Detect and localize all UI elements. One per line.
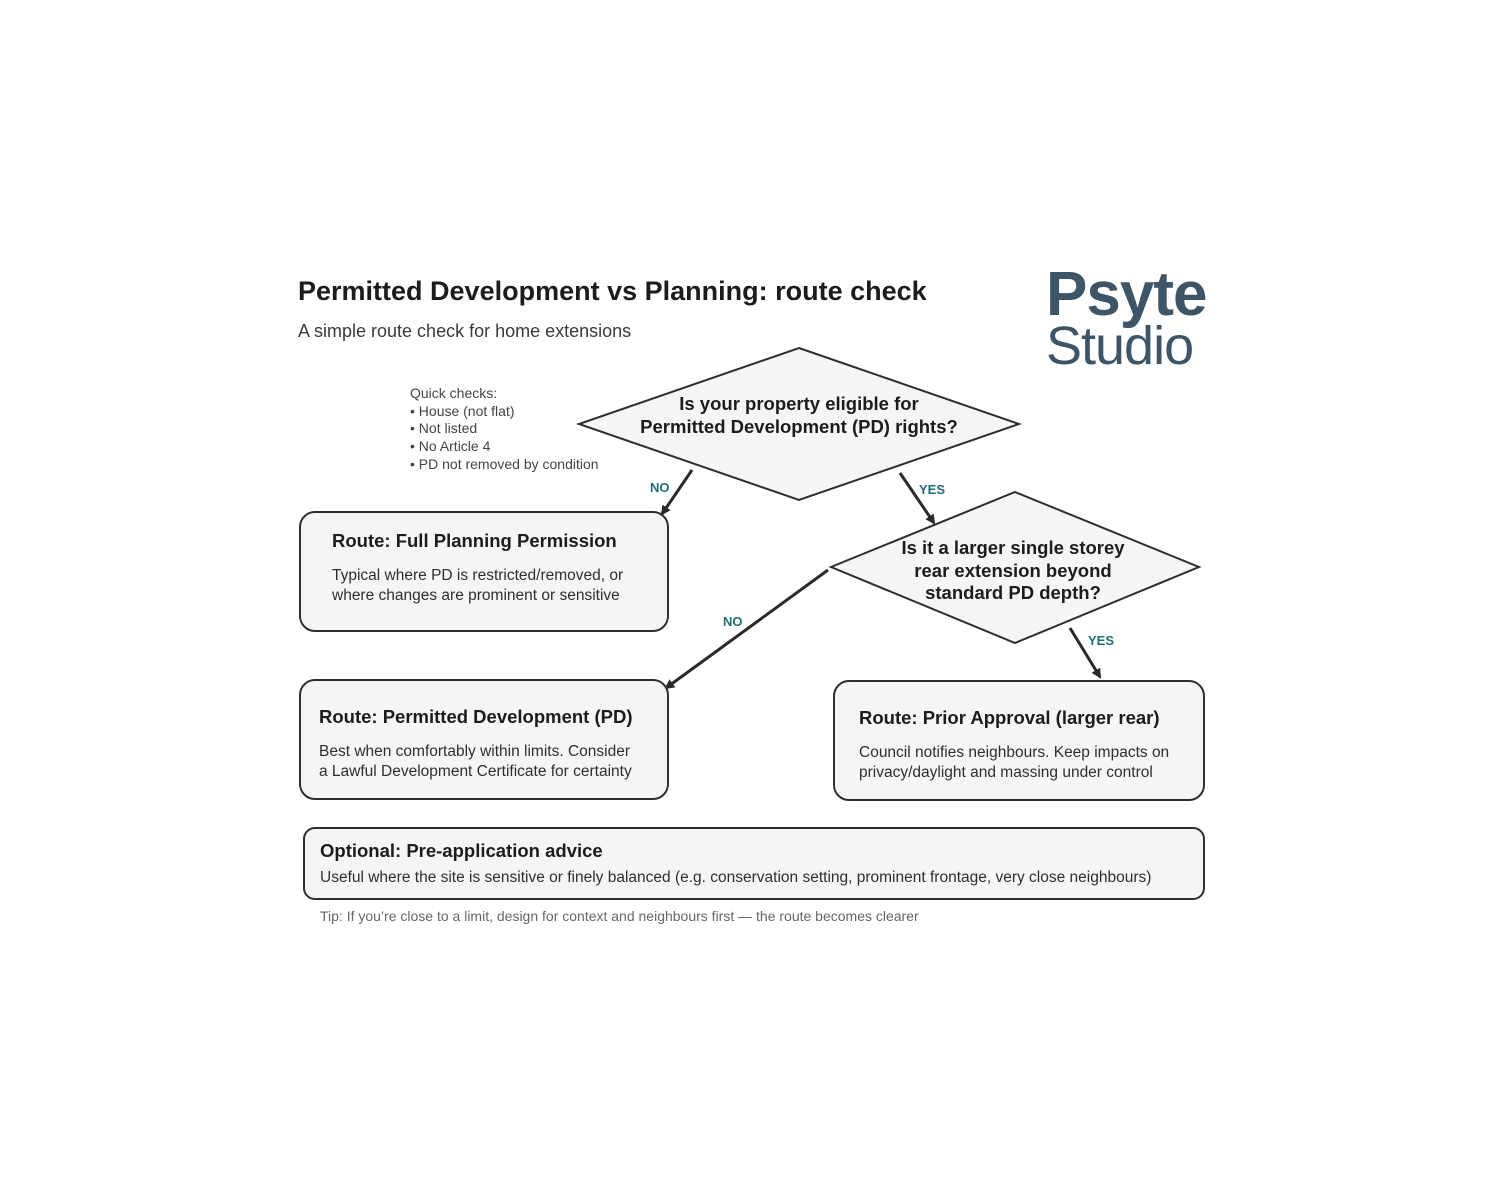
eligibility-question-line-1: Is your property eligible for xyxy=(679,393,919,414)
pre-application-box: Optional: Pre-application advice Useful … xyxy=(303,827,1205,900)
logo-line-1: Psyte xyxy=(1046,260,1207,329)
route-permitted-development-desc-2: a Lawful Development Certificate for cer… xyxy=(319,762,632,780)
eligibility-decision-diamond xyxy=(575,346,1023,502)
larger-rear-question: Is it a larger single storey rear extens… xyxy=(873,537,1153,605)
eligibility-question: Is your property eligible for Permitted … xyxy=(619,393,979,438)
page-title: Permitted Development vs Planning: route… xyxy=(298,276,927,306)
route-permitted-development-title: Route: Permitted Development (PD) xyxy=(319,706,633,727)
quick-checks-heading: Quick checks: xyxy=(410,385,498,401)
arrow-larger-no xyxy=(664,568,829,690)
route-prior-approval-title: Route: Prior Approval (larger rear) xyxy=(859,707,1160,728)
quick-check-item: • Not listed xyxy=(410,420,478,437)
route-full-planning-box: Route: Full Planning Permission Typical … xyxy=(299,511,669,632)
pre-application-desc: Useful where the site is sensitive or fi… xyxy=(320,869,1152,886)
page-subtitle: A simple route check for home extensions xyxy=(298,321,632,341)
route-prior-approval-desc-1: Council notifies neighbours. Keep impact… xyxy=(859,744,1170,761)
route-full-planning-desc-2: where changes are prominent or sensitive xyxy=(332,586,620,604)
quick-check-item: • House (not flat) xyxy=(410,402,515,419)
arrow-larger-yes xyxy=(1068,627,1102,679)
pre-application-title: Optional: Pre-application advice xyxy=(320,840,603,861)
route-prior-approval-box: Route: Prior Approval (larger rear) Coun… xyxy=(833,680,1205,801)
arrow-eligible-yes xyxy=(898,472,936,525)
logo-line-2: Studio xyxy=(1046,316,1194,377)
tip-note: Tip: If you’re close to a limit, design … xyxy=(320,908,919,924)
route-full-planning-title: Route: Full Planning Permission xyxy=(332,530,617,551)
brand-logo: Psyte Studio xyxy=(1046,260,1207,377)
arrow-eligible-no xyxy=(660,469,694,516)
route-prior-approval-desc-2: privacy/daylight and massing under contr… xyxy=(859,763,1153,781)
quick-checks-note: Quick checks: • House (not flat) • Not l… xyxy=(410,385,599,474)
edge-label-larger-no: NO xyxy=(723,614,743,629)
route-permitted-development-desc-1: Best when comfortably within limits. Con… xyxy=(319,743,630,760)
quick-check-item: • PD not removed by condition xyxy=(410,455,599,472)
route-permitted-development-box: Route: Permitted Development (PD) Best w… xyxy=(299,679,669,800)
larger-rear-question-line-3: standard PD depth? xyxy=(925,582,1101,603)
quick-check-item: • No Article 4 xyxy=(410,438,491,455)
edge-label-larger-yes: YES xyxy=(1088,633,1115,648)
edge-label-eligible-yes: YES xyxy=(919,482,946,497)
route-full-planning-desc-1: Typical where PD is restricted/removed, … xyxy=(332,567,624,584)
larger-rear-question-line-1: Is it a larger single storey xyxy=(901,537,1125,558)
larger-rear-decision-diamond xyxy=(828,490,1202,645)
edge-label-eligible-no: NO xyxy=(650,480,670,495)
larger-rear-question-line-2: rear extension beyond xyxy=(914,559,1112,581)
eligibility-question-line-2: Permitted Development (PD) rights? xyxy=(640,415,958,437)
